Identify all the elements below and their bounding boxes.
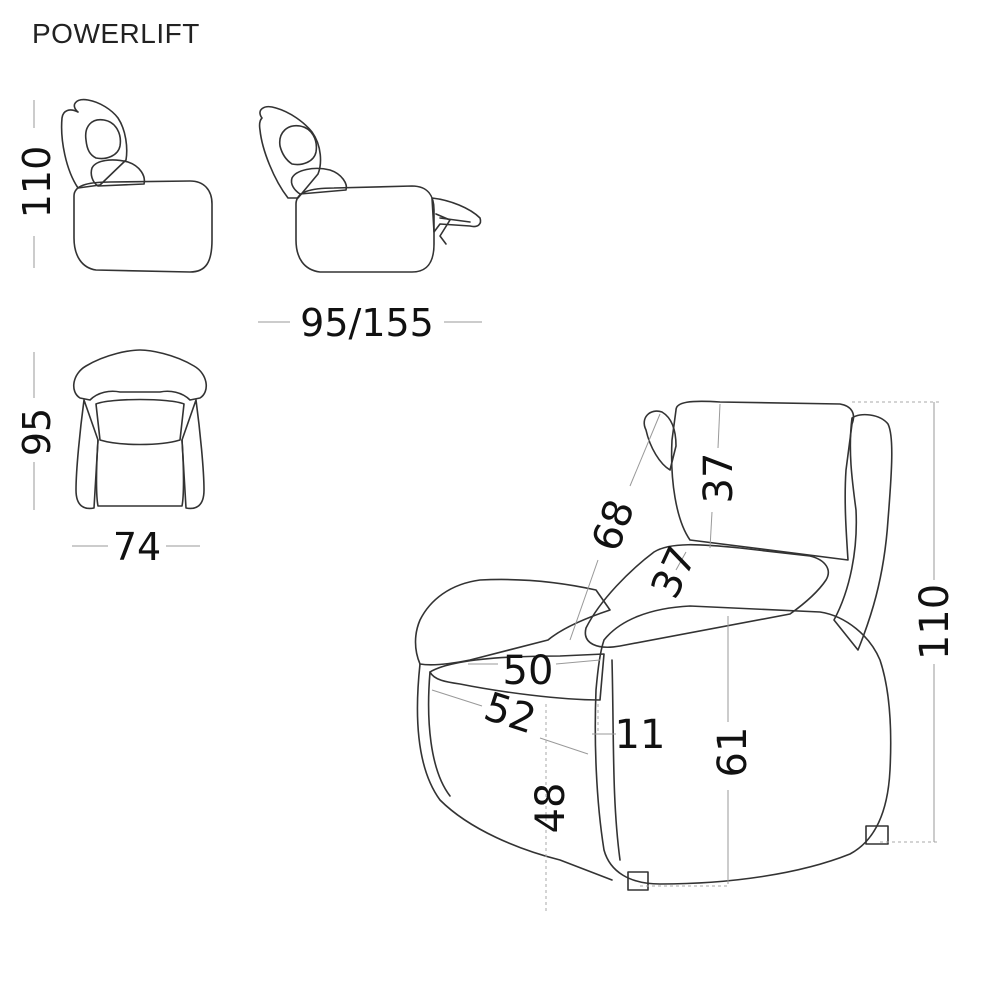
reclined-view-length-dimension: 95/155	[258, 301, 482, 345]
detail-view-chair	[414, 400, 893, 891]
total-height-label: 110	[912, 584, 958, 660]
side-view-height-label: 110	[15, 146, 59, 219]
headrest-height-label: 37	[696, 453, 742, 504]
reclined-view-chair	[258, 105, 482, 273]
back-height-label: 68	[583, 494, 644, 558]
detail-view-dimension-lines	[431, 401, 940, 912]
front-view-height-dimension: 95	[15, 352, 59, 510]
side-view-height-dimension: 110	[15, 100, 59, 268]
front-view-width-label: 74	[113, 525, 161, 569]
seat-depth-top-label: 50	[503, 648, 554, 694]
cushion-thickness-label: 11	[615, 712, 666, 758]
front-view-height-label: 95	[15, 408, 59, 456]
arm-height-label: 61	[710, 727, 756, 778]
front-view-chair	[73, 349, 207, 510]
cushion-height-label: 37	[643, 540, 706, 606]
side-view-chair	[60, 98, 213, 273]
reclined-view-length-label: 95/155	[300, 301, 434, 345]
product-title: POWERLIFT	[32, 18, 200, 49]
seat-height-label: 48	[528, 783, 574, 834]
front-view-width-dimension: 74	[72, 525, 200, 569]
